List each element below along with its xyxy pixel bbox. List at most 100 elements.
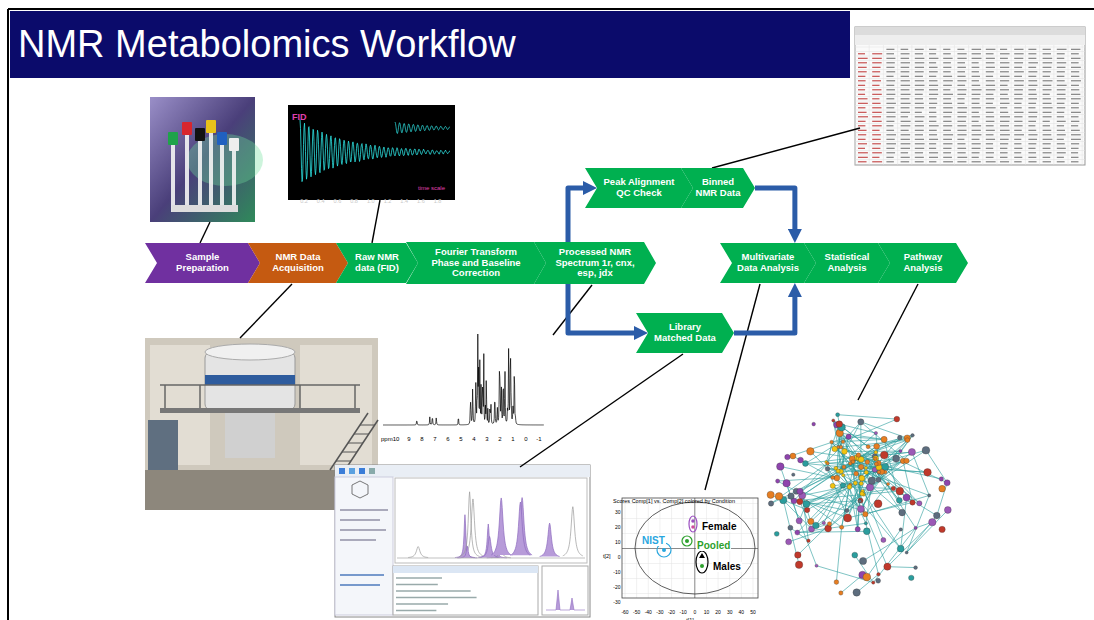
- spreadsheet-screenshot-part-part: [886, 125, 893, 126]
- spreadsheet-screenshot-part-part: [972, 49, 982, 50]
- spreadsheet-screenshot-part-part: [929, 89, 938, 90]
- spreadsheet-screenshot-part-part: [929, 143, 936, 144]
- spreadsheet-screenshot-part-part: [1028, 161, 1036, 162]
- pathway-network-part: [904, 458, 909, 463]
- sample-tubes-photo-part: [232, 150, 236, 212]
- score-plot: [610, 488, 760, 620]
- pathway-network-part: [899, 528, 902, 531]
- spreadsheet-screenshot-part-part: [1057, 125, 1064, 126]
- score-plot-part: [662, 548, 666, 552]
- spreadsheet-screenshot-part-part: [986, 89, 996, 90]
- spreadsheet-screenshot-part-part: [1071, 98, 1081, 99]
- sample-tubes-photo-part: [206, 120, 216, 133]
- spreadsheet-screenshot-part-part: [1014, 107, 1022, 108]
- spreadsheet-screenshot-part-part: [1057, 148, 1066, 149]
- spreadsheet-screenshot-part-part: [957, 157, 967, 158]
- spreadsheet-screenshot-part-part: [855, 150, 1085, 151]
- spreadsheet-screenshot-part-part: [901, 130, 909, 131]
- library-software-screenshot-part: [340, 519, 380, 521]
- spreadsheet-screenshot-part-part: [915, 76, 923, 77]
- fid-plot-part: [395, 122, 450, 133]
- spreadsheet-screenshot-part-part: [972, 98, 980, 99]
- pathway-network-part: [830, 440, 834, 444]
- spreadsheet-screenshot-part-part: [886, 71, 895, 72]
- spreadsheet-screenshot-part-part: [915, 157, 924, 158]
- spreadsheet-screenshot-part-part: [858, 152, 868, 153]
- pathway-network-part: [817, 566, 874, 583]
- spreadsheet-screenshot-part-part: [1014, 53, 1023, 54]
- score-plot-part-part: [753, 498, 754, 598]
- pathway-network-part: [858, 419, 864, 425]
- spreadsheet-screenshot-part-part: [886, 98, 894, 99]
- pathway-network-part: [804, 507, 809, 512]
- library-software-screenshot-part: [339, 468, 345, 474]
- sample-tubes-photo: [150, 97, 263, 222]
- spreadsheet-screenshot-part-part: [1014, 94, 1022, 95]
- spreadsheet-screenshot-part-part: [1071, 134, 1081, 135]
- spreadsheet-screenshot-part-part: [972, 62, 979, 63]
- sample-tubes-photo-part: [182, 122, 192, 135]
- spreadsheet-screenshot-part-part: [1057, 76, 1065, 77]
- spreadsheet-screenshot-part-part: [901, 139, 910, 140]
- library-software-screenshot-part-part: [457, 546, 477, 558]
- spreadsheet-screenshot-part-part: [872, 58, 882, 59]
- spreadsheet-screenshot-part-part: [855, 65, 1085, 66]
- spreadsheet-screenshot-part-part: [1057, 58, 1064, 59]
- pathway-network-part: [788, 493, 794, 499]
- spreadsheet-screenshot-part-part: [929, 58, 938, 59]
- spreadsheet-screenshot-part-part: [972, 130, 981, 131]
- spreadsheet-screenshot-part-part: [855, 146, 1085, 147]
- score-plot-label: Pooled: [696, 541, 731, 551]
- chevron-fill: [406, 242, 546, 284]
- spreadsheet-screenshot-part-part: [901, 67, 910, 68]
- nmr-magnet-photo-part: [164, 385, 166, 408]
- library-software-screenshot-part: [369, 468, 375, 474]
- ppm-axis-label: -1: [536, 436, 541, 442]
- pathway-network-part: [860, 491, 864, 495]
- pathway-network-part: [841, 440, 845, 444]
- pathway-network-part: [798, 457, 804, 463]
- spreadsheet-screenshot-part-part: [886, 152, 895, 153]
- score-plot-part: [689, 516, 697, 532]
- pathway-network-part: [928, 494, 931, 497]
- pathway-network-part: [787, 437, 848, 457]
- spreadsheet-screenshot-part-part: [1028, 103, 1036, 104]
- pathway-network-part: [807, 502, 848, 518]
- spreadsheet-screenshot-part-part: [1082, 45, 1083, 165]
- spreadsheet-screenshot-part-part: [1014, 67, 1022, 68]
- spreadsheet-screenshot-part-part: [1071, 125, 1078, 126]
- spreadsheet-screenshot-part-part: [901, 116, 908, 117]
- spreadsheet-screenshot-part-part: [943, 76, 952, 77]
- library-software-screenshot-part-part: [396, 597, 477, 598]
- spreadsheet-screenshot-part-part: [1028, 107, 1035, 108]
- spreadsheet-screenshot-part-part: [957, 116, 966, 117]
- pathway-network-part: [803, 500, 810, 507]
- spreadsheet-screenshot-part-part: [943, 71, 950, 72]
- leader-lines-part: [520, 354, 683, 467]
- leader-lines: [200, 128, 918, 490]
- score-plot-label: t[1]: [686, 618, 694, 620]
- pathway-network-part: [914, 566, 918, 570]
- spreadsheet-screenshot-part-part: [1057, 130, 1065, 131]
- spreadsheet-screenshot-part-part: [986, 130, 995, 131]
- spreadsheet-screenshot-part-part: [886, 161, 893, 162]
- spreadsheet-screenshot-part-part: [972, 161, 981, 162]
- pathway-network-part: [929, 518, 936, 525]
- spreadsheet-screenshot-part-part: [972, 80, 979, 81]
- process-chevron: Binned NMR Data: [681, 168, 755, 208]
- spreadsheet-screenshot-part-part: [972, 76, 980, 77]
- pathway-network-part: [843, 442, 866, 473]
- spreadsheet-screenshot-part-part: [1057, 80, 1065, 81]
- page-title: NMR Metabolomics Workflow: [10, 11, 850, 78]
- spreadsheet-screenshot-part-part: [858, 98, 868, 99]
- spreadsheet-screenshot-part-part: [943, 157, 952, 158]
- leader-lines-part: [372, 200, 380, 243]
- pathway-network-part: [840, 525, 844, 529]
- pathway-network-part: [838, 447, 863, 491]
- pathway-network-part: [864, 466, 867, 469]
- pathway-network-part: [905, 438, 910, 443]
- fid-axis-label: 1.6: [417, 199, 425, 205]
- spreadsheet-screenshot-part-part: [1014, 125, 1022, 126]
- pathway-network-part: [858, 499, 861, 502]
- spreadsheet-screenshot-part-part: [886, 134, 896, 135]
